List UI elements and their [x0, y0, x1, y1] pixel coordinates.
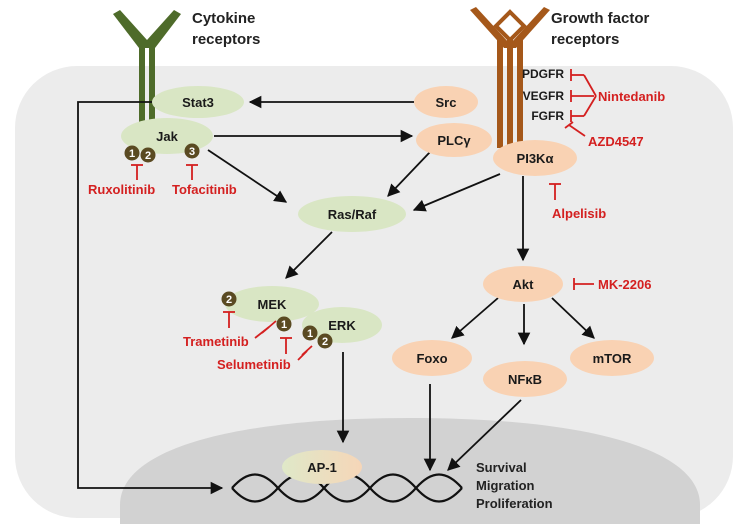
receptor-pdgfr: PDGFR: [522, 67, 564, 81]
cytokine-receptor-icon: [113, 10, 181, 146]
outcome-survival: Survival: [476, 460, 527, 475]
badge-erk-1: 1: [302, 325, 318, 341]
node-mek: MEK: [225, 286, 319, 322]
svg-text:AP-1: AP-1: [307, 460, 337, 475]
svg-text:MEK: MEK: [258, 297, 288, 312]
badge-jak-3: 3: [184, 143, 200, 159]
receptor-vegfr: VEGFR: [523, 89, 565, 103]
arrow-plcg-rasraf: [387, 151, 431, 197]
svg-text:1: 1: [307, 328, 313, 340]
drug-ruxolitinib: Ruxolitinib: [88, 182, 155, 197]
svg-text:PI3Kα: PI3Kα: [517, 151, 554, 166]
svg-text:Foxo: Foxo: [416, 351, 447, 366]
svg-text:2: 2: [322, 336, 328, 348]
drug-nintedanib: Nintedanib: [598, 89, 665, 104]
arrow-jak-rasraf: [207, 149, 288, 203]
cytokine-label-1: Cytokine: [192, 10, 255, 27]
badge-mek-1: 1: [276, 316, 292, 332]
arrow-pi3k-rasraf: [412, 173, 501, 212]
svg-text:Ras/Raf: Ras/Raf: [328, 207, 377, 222]
svg-text:2: 2: [145, 150, 151, 162]
drug-tofacitinib: Tofacitinib: [172, 182, 237, 197]
svg-text:PLCγ: PLCγ: [437, 133, 471, 148]
arrow-stat3-dna: [77, 101, 224, 495]
svg-text:1: 1: [281, 319, 287, 331]
badge-jak-1: 1: [124, 145, 140, 161]
svg-text:3: 3: [189, 146, 195, 158]
growth-label-1: Growth factor: [551, 10, 649, 27]
node-rasraf: Ras/Raf: [298, 196, 406, 232]
outcome-proliferation: Proliferation: [476, 496, 553, 511]
node-nfkb: NFκB: [483, 361, 567, 397]
cell-membrane: [15, 66, 733, 518]
inhibitor-bars: [131, 69, 597, 361]
badge-jak-2: 2: [140, 147, 156, 163]
node-stat3: Stat3: [152, 86, 244, 118]
svg-text:2: 2: [226, 294, 232, 306]
drug-azd4547: AZD4547: [588, 134, 644, 149]
node-ap1: AP-1: [282, 450, 362, 484]
drug-selumetinib: Selumetinib: [217, 357, 291, 372]
node-plcg: PLCγ: [416, 123, 492, 157]
arrow-rasraf-mek: [285, 231, 333, 279]
growth-label-2: receptors: [551, 31, 619, 48]
node-pi3k: PI3Kα: [493, 140, 577, 176]
node-foxo: Foxo: [392, 340, 472, 376]
arrow-akt-mtor: [551, 297, 595, 339]
node-src: Src: [414, 86, 478, 118]
svg-text:mTOR: mTOR: [593, 351, 632, 366]
svg-text:Stat3: Stat3: [182, 95, 214, 110]
svg-text:1: 1: [129, 148, 135, 160]
node-erk: ERK: [302, 307, 382, 343]
badge-erk-2: 2: [317, 333, 333, 349]
arrow-akt-foxo: [451, 297, 499, 339]
drug-mk2206: MK-2206: [598, 277, 651, 292]
drug-trametinib: Trametinib: [183, 334, 249, 349]
receptor-fgfr: FGFR: [531, 109, 564, 123]
drug-alpelisib: Alpelisib: [552, 206, 606, 221]
arrow-nfkb-dna: [447, 399, 522, 471]
growth-receptor-icon: [470, 7, 550, 148]
outcome-migration: Migration: [476, 478, 535, 493]
svg-text:NFκB: NFκB: [508, 372, 542, 387]
nucleus: [120, 418, 700, 524]
cytokine-label-2: receptors: [192, 31, 260, 48]
badge-mek-2: 2: [221, 291, 237, 307]
svg-text:Src: Src: [436, 95, 457, 110]
node-mtor: mTOR: [570, 340, 654, 376]
arrows: [77, 95, 595, 495]
svg-text:Akt: Akt: [513, 277, 535, 292]
svg-text:ERK: ERK: [328, 318, 356, 333]
node-akt: Akt: [483, 266, 563, 302]
svg-text:Jak: Jak: [156, 129, 178, 144]
